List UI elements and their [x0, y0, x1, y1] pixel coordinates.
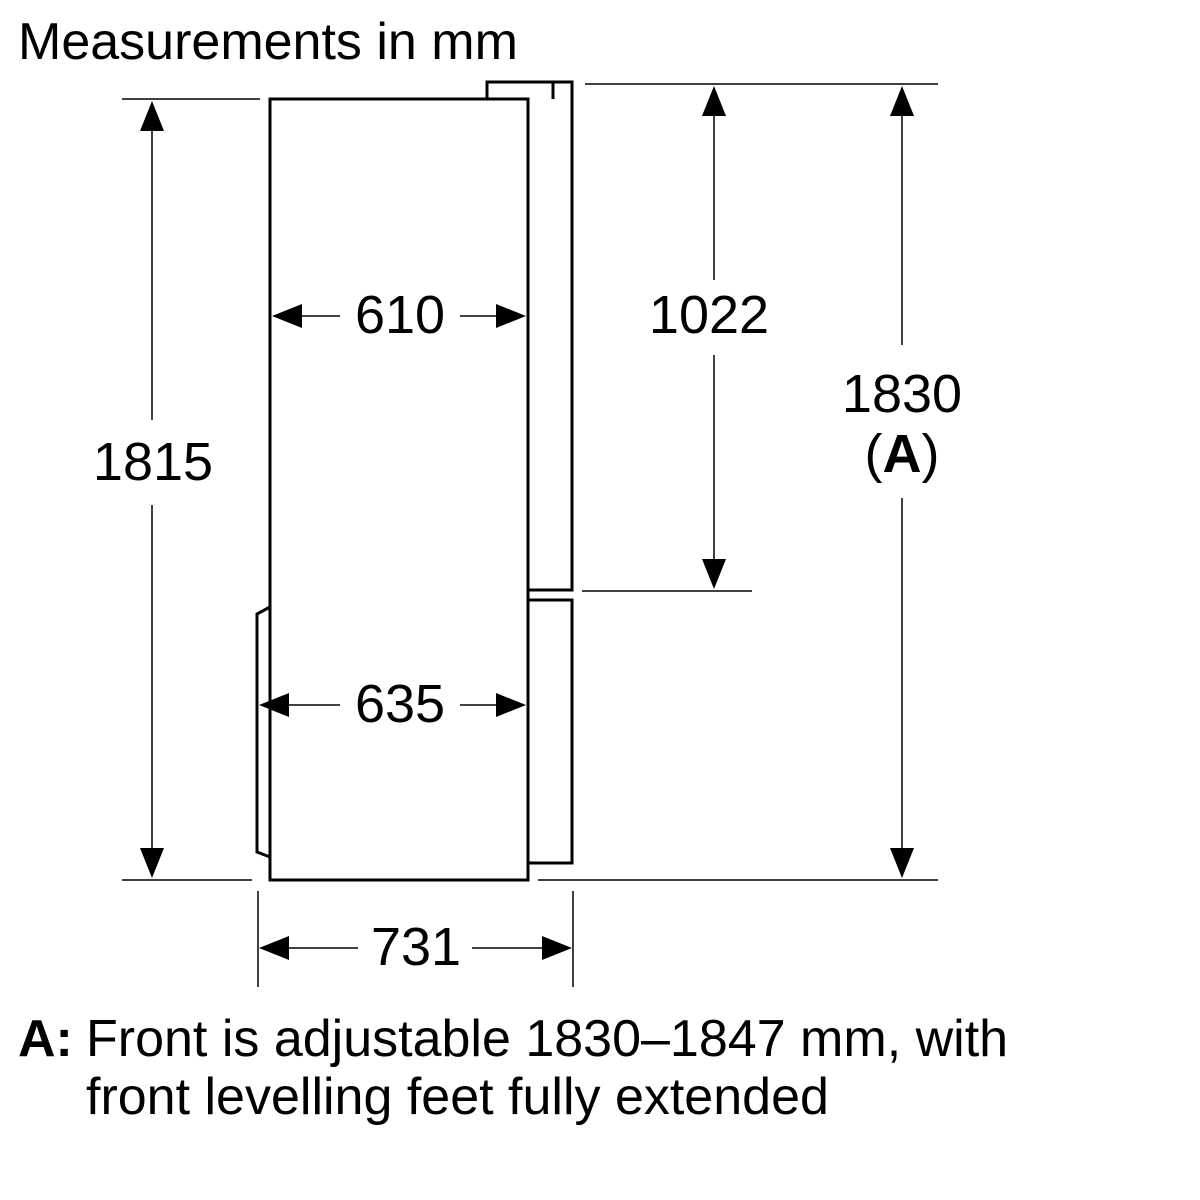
dim-610-label: 610	[345, 285, 455, 345]
appliance-outline	[255, 80, 574, 882]
upper-door	[528, 80, 574, 592]
lower-door	[528, 598, 574, 865]
footnote: A:Front is adjustable 1830–1847 mm, with…	[18, 1010, 1008, 1126]
arrowheads	[140, 86, 914, 960]
dim-1022-label: 1022	[644, 285, 774, 345]
extension-lines	[122, 83, 938, 987]
reference-marker-a: A	[882, 424, 922, 484]
cabinet-body	[268, 97, 530, 882]
rear-profile	[255, 605, 271, 859]
dimension-lines	[151, 112, 903, 949]
footnote-key: A:	[18, 1010, 73, 1068]
dim-1830-label: 1830 (A)	[835, 364, 969, 484]
footnote-line-1: Front is adjustable 1830–1847 mm, with	[86, 1010, 1009, 1068]
dim-1830-value: 1830	[841, 364, 963, 424]
footnote-line-2: front levelling feet fully extended	[86, 1068, 829, 1126]
drawing-title: Measurements in mm	[18, 13, 518, 71]
hinge-cover	[485, 80, 555, 99]
dim-731-label: 731	[362, 917, 470, 977]
dim-635-label: 635	[345, 674, 455, 734]
dim-1830-reference: (A)	[864, 424, 940, 484]
dim-1815-label: 1815	[88, 432, 218, 492]
